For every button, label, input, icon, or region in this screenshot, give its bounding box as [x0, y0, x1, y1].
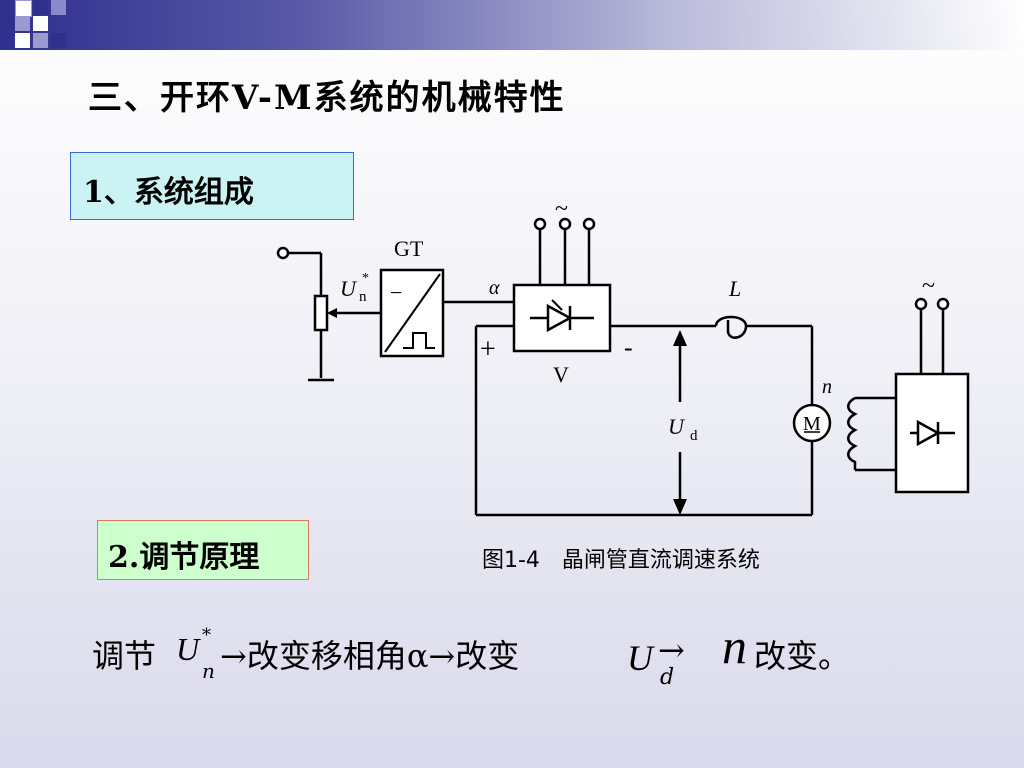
minus-sign: - [624, 333, 633, 362]
principle-n-symbol: n [722, 618, 747, 674]
gt-minus: − [390, 280, 402, 305]
principle-text-1: 调节 [92, 637, 157, 675]
un-sub: n [359, 289, 367, 305]
principle-arrow: → [658, 631, 685, 669]
section1-box: 1、系统组成 [70, 152, 354, 220]
m-label: M [803, 413, 821, 435]
section1-label: 1、系统组成 [83, 175, 254, 210]
ud-symbol: U [668, 414, 686, 439]
principle-text-3: 改变。 [754, 637, 851, 675]
ud-sub: d [690, 428, 698, 444]
l-label: L [728, 276, 741, 301]
principle-u-sub: n [202, 659, 215, 683]
principle-u-symbol: U [176, 631, 200, 667]
figure-caption: 图1-4 晶闸管直流调速系统 [482, 548, 760, 573]
field-ac-tilde: ~ [922, 273, 935, 299]
section2-box: 2.调节原理 [97, 520, 309, 580]
un-sup: * [362, 271, 369, 286]
ac-terminal [582, 217, 596, 231]
field-rectifier [894, 372, 970, 494]
plus-sign: + [480, 334, 496, 365]
header-gradient-bar [0, 0, 1024, 50]
gt-label: GT [394, 236, 424, 261]
field-ac-terminal [914, 297, 928, 311]
ac-tilde: ~ [555, 196, 568, 222]
potentiometer [313, 294, 329, 332]
inductor-l [714, 315, 748, 339]
principle-line: 调节 U * n →改变移相角α→改变 U d → n 改变。 [92, 618, 992, 705]
ac-terminal [533, 217, 547, 231]
principle-text-2: →改变移相角α→改变 [220, 637, 520, 675]
v-label: V [553, 362, 569, 387]
principle-ud-symbol: U [627, 638, 653, 678]
principle-ud-sub: d [660, 665, 675, 690]
input-terminal [276, 246, 290, 260]
n-label: n [822, 376, 832, 398]
field-ac-terminal [936, 297, 950, 311]
principle-u-sup: * [202, 625, 211, 646]
section2-label: 2.调节原理 [108, 540, 260, 575]
motor-m [792, 403, 832, 443]
field-winding [847, 396, 858, 470]
ac-terminal [558, 217, 572, 231]
page-title: 三、开环V-M系统的机械特性 [88, 78, 566, 118]
alpha-label: α [489, 277, 500, 299]
un-symbol: U [340, 276, 358, 301]
